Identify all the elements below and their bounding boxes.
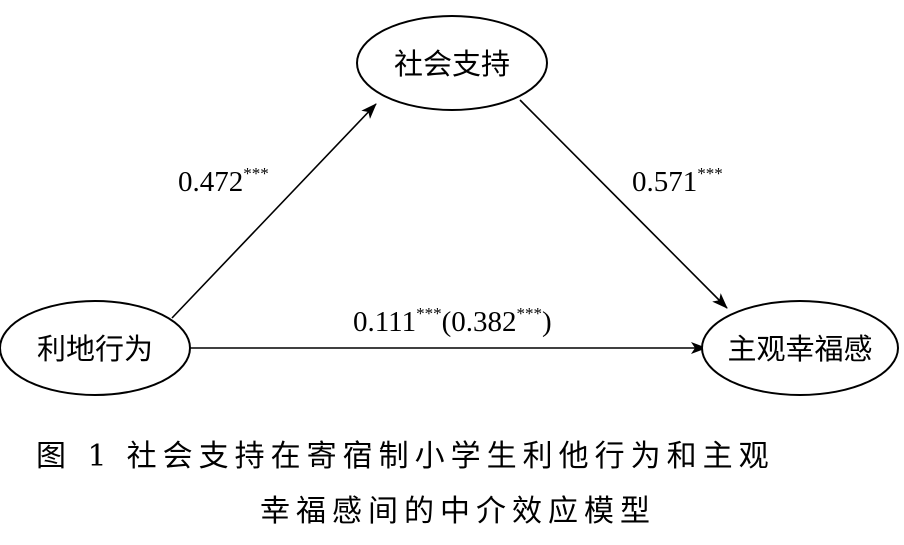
path-c-total-coef: 0.382	[451, 306, 516, 338]
figure-number: 图 1	[36, 439, 113, 474]
path-c-close-paren: )	[542, 306, 552, 338]
path-b-arrow	[519, 99, 728, 309]
path-b-coef: 0.571	[632, 166, 697, 198]
node-subjective-wellbeing-label: 主观幸福感	[727, 332, 872, 366]
figure-caption-line-1: 图 1 社会支持在寄宿制小学生利他行为和主观	[36, 442, 904, 472]
path-c-open-paren: (	[442, 306, 452, 338]
path-c-total-sig: ***	[517, 304, 543, 323]
node-social-support-label: 社会支持	[394, 47, 510, 81]
node-altruistic-behavior: 利地行为	[0, 300, 191, 396]
path-c-sig: ***	[416, 304, 442, 323]
path-b-sig: ***	[697, 164, 723, 183]
node-altruistic-behavior-label: 利地行为	[37, 332, 153, 366]
path-b-label: 0.571***	[632, 164, 723, 198]
path-c-label: 0.111***(0.382***)	[353, 304, 552, 338]
node-subjective-wellbeing: 主观幸福感	[701, 300, 899, 396]
path-a-sig: ***	[243, 164, 269, 183]
figure-caption-text-1: 社会支持在寄宿制小学生利他行为和主观	[126, 439, 775, 474]
path-c-coef: 0.111	[353, 306, 416, 338]
node-social-support: 社会支持	[356, 15, 548, 111]
figure-caption-line-2: 幸福感间的中介效应模型	[0, 497, 904, 527]
path-a-coef: 0.472	[178, 166, 243, 198]
path-a-label: 0.472***	[178, 164, 269, 198]
figure-caption-text-2: 幸福感间的中介效应模型	[260, 494, 656, 529]
path-a-arrow	[171, 103, 377, 319]
